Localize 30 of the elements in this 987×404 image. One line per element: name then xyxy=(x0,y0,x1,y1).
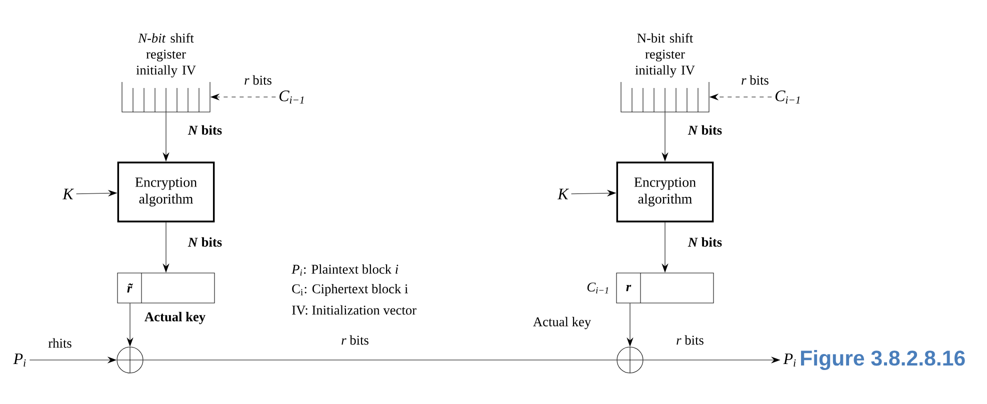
edge-label: N bits xyxy=(188,125,222,135)
edge-label: r bits xyxy=(742,75,768,85)
edge-label: rhits xyxy=(48,338,72,348)
legend-note: IV: Initialization vector xyxy=(292,305,416,315)
symbol-label: K xyxy=(557,188,570,200)
xor-symbol xyxy=(616,346,644,374)
edge-label: r bits xyxy=(676,335,704,345)
shift-register: N-bit shift register initially IV xyxy=(122,33,210,112)
edge-label: N bits xyxy=(188,237,222,247)
symbol-label: C$_{i−1}$ xyxy=(280,90,304,104)
edge-label: N bits xyxy=(688,237,722,247)
edge-label: r bits xyxy=(342,335,368,345)
shift-register: N-bit shift register initially IV xyxy=(620,33,710,112)
process-box: Encryption algorithm xyxy=(117,162,215,222)
register-box: r̃ xyxy=(117,272,215,304)
legend-note: C$_{i}$: Ciphertext block i xyxy=(292,284,408,296)
edge-label: Actual key xyxy=(144,312,206,324)
symbol-label: P$_{i}$ xyxy=(13,354,26,366)
figure-caption: Figure 3.8.2.8.16 xyxy=(801,350,965,370)
symbol-label: C$_{i−1}$ xyxy=(776,90,800,104)
beside-label: C$_{i−1}$ xyxy=(587,282,608,294)
symbol-label: K xyxy=(62,188,74,200)
xor-symbol xyxy=(116,346,144,374)
legend-note: P$_{i}$: Plaintext block i xyxy=(292,264,398,276)
edge-label: r bits xyxy=(244,75,272,85)
process-box: Encryption algorithm xyxy=(616,162,714,222)
symbol-label: P$_{i}$ xyxy=(783,354,796,366)
edge-label: N bits xyxy=(688,125,722,135)
register-box: r xyxy=(616,272,714,304)
edge-label: Actual key xyxy=(533,316,592,330)
